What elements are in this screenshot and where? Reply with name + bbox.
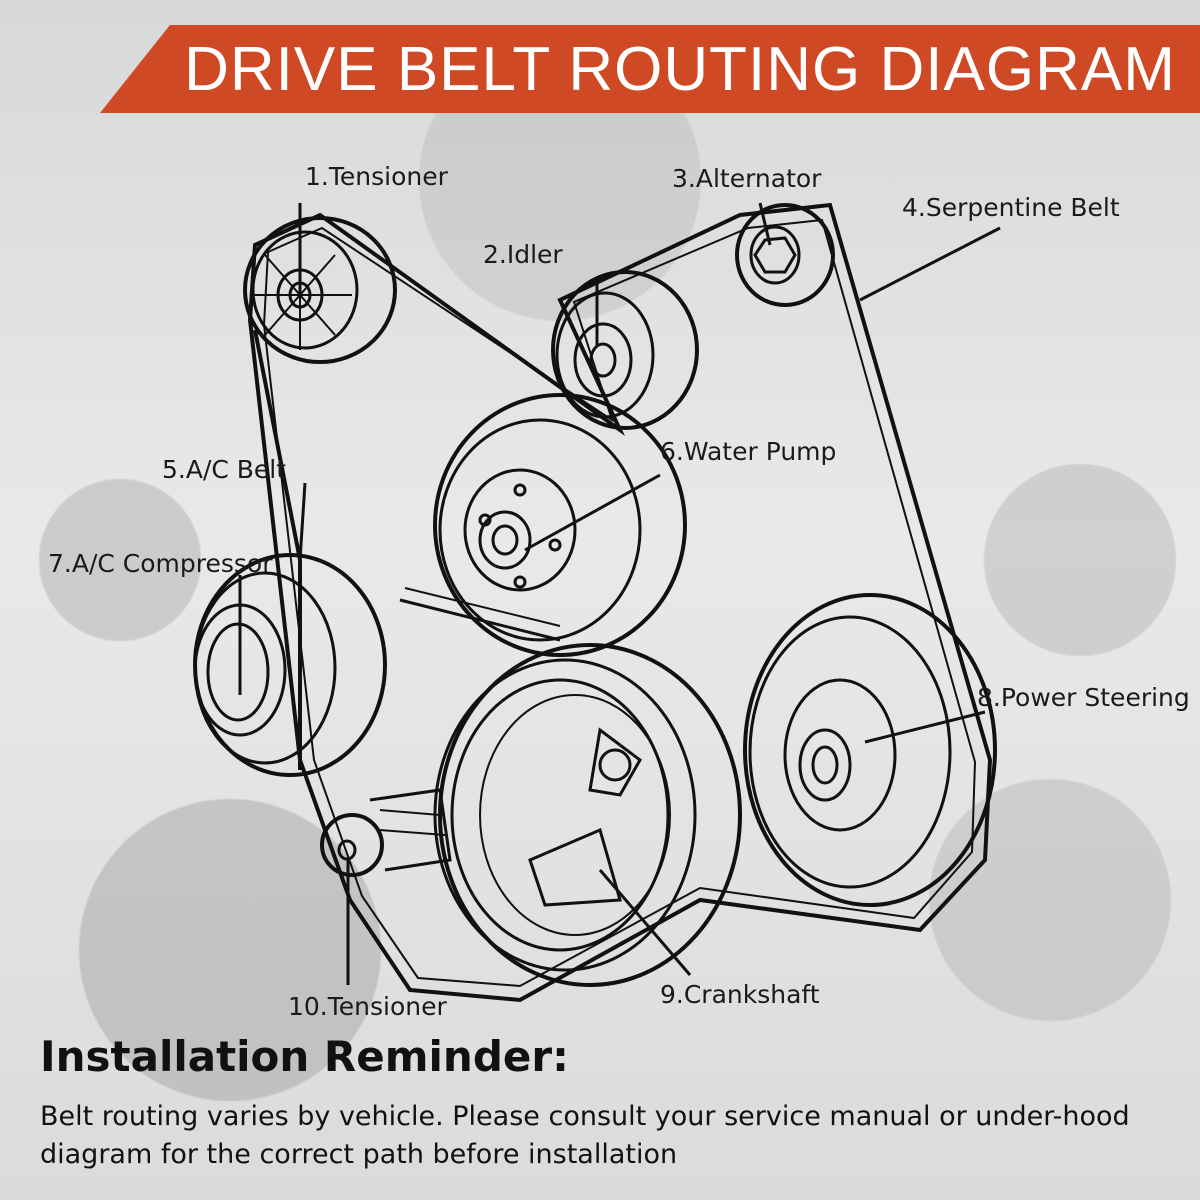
label-tensioner-top: 1.Tensioner [305,162,448,191]
leader-lines [238,202,1001,985]
page-title: DRIVE BELT ROUTING DIAGRAM [184,35,1176,104]
reminder-heading: Installation Reminder: [40,1032,569,1081]
label-ac-belt: 5.A/C Belt [162,455,287,484]
label-alternator: 3.Alternator [672,164,822,193]
label-water-pump: 6.Water Pump [660,437,837,466]
label-serpentine-belt: 4.Serpentine Belt [902,193,1120,222]
tensioner-bottom-pulley [320,788,452,877]
power-steering-pulley [743,593,997,907]
tensioner-top-pulley [243,216,397,364]
title-banner: DRIVE BELT ROUTING DIAGRAM [100,25,1200,113]
label-ac-compressor: 7.A/C Compressor [48,549,273,578]
crankshaft-pulley [433,643,742,987]
reminder-text: Belt routing varies by vehicle. Please c… [40,1101,1130,1170]
label-idler: 2.Idler [483,240,563,269]
alternator-pulley [735,203,835,307]
water-pump-pulley [433,393,687,657]
idler-pulley [551,270,699,430]
label-power-steering: 8.Power Steering [977,683,1190,712]
label-crankshaft: 9.Crankshaft [660,980,820,1009]
banner-shape [100,25,1200,113]
label-tensioner-bottom: 10.Tensioner [288,992,447,1021]
